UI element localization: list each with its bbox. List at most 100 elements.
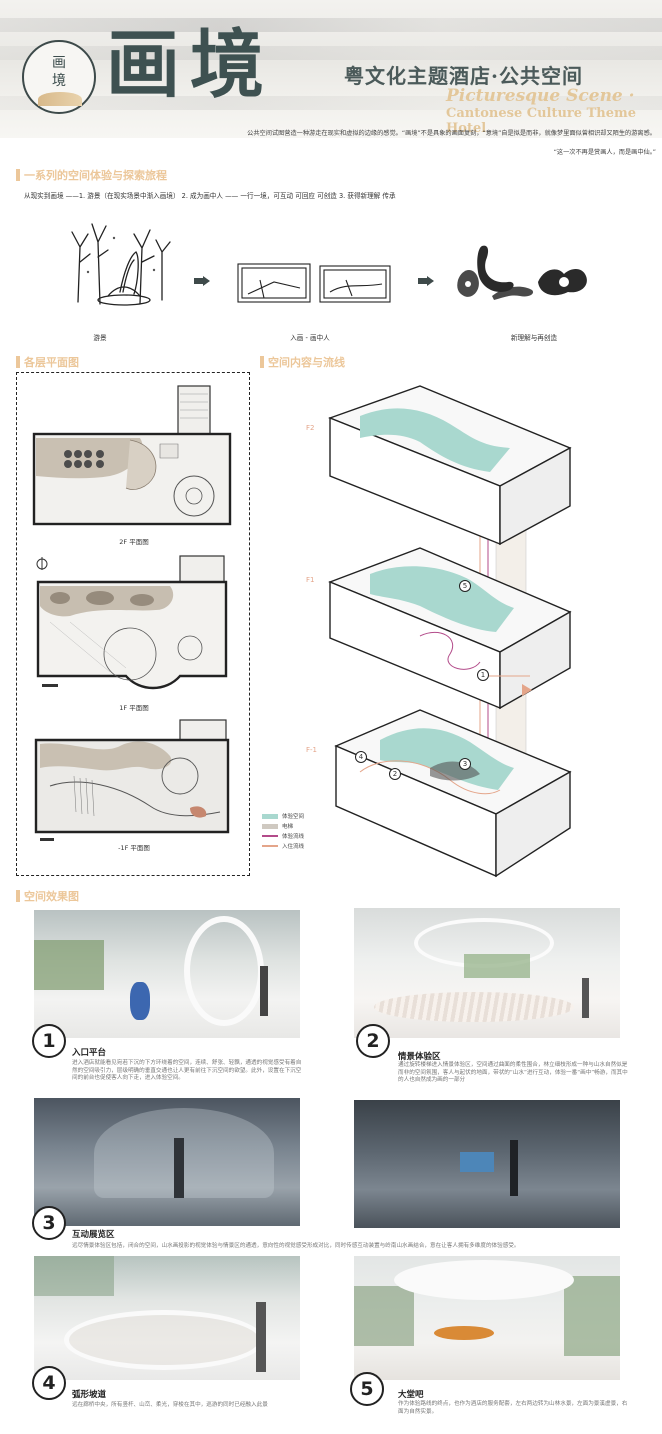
render-greenery [34, 940, 104, 990]
section-label: 空间内容与流线 [268, 356, 345, 369]
quote-text: “这一次不再是赏画人，而是画中仙。” [553, 149, 656, 156]
plan-b1[interactable] [30, 716, 238, 852]
marker-1: 1 [477, 669, 489, 681]
render-exhibition[interactable] [34, 1098, 300, 1226]
render-screen-wall [94, 1108, 274, 1198]
render-wave-floor [374, 992, 574, 1022]
sketch-paintings [237, 263, 391, 303]
render-title-2: 情景体验区 [398, 1052, 441, 1062]
floor-label-f2: F2 [306, 424, 315, 432]
render-sofa [434, 1326, 494, 1340]
render-text-4: 远在廊桥中央，所有竖杆、山峦、柔光，穿梭在其中，巡游的同时已经融入此景 [72, 1402, 268, 1408]
section-label: 各层平面图 [24, 356, 79, 369]
section-bar [260, 356, 264, 368]
render-greenery [564, 1276, 620, 1356]
marker-4: 4 [355, 751, 367, 763]
render-text-3: 远尽情景体验区包括，闭合的空间，山水画投影的视觉体验与情景区的通透，意向性的视觉… [72, 1243, 520, 1249]
legend-item: 体验流线 [262, 832, 304, 840]
legend-item: 入住流线 [262, 842, 304, 850]
render-scenic-zone[interactable] [354, 908, 620, 1038]
flow-label-3: 新理解与再创造 [510, 334, 558, 342]
marker-3: 3 [459, 758, 471, 770]
arrow-right-icon [194, 276, 210, 286]
render-number-5: 5 [350, 1372, 384, 1406]
flow-label-2: 入画 - 画中人 [290, 334, 330, 342]
render-title-5: 大堂吧 [398, 1390, 424, 1400]
legend-label: 入住流线 [282, 844, 305, 850]
legend-swatch [262, 835, 278, 837]
header-banner [0, 0, 662, 138]
flow-label-1: 游景 [93, 334, 107, 342]
legend-label: 体验流线 [282, 834, 305, 840]
render-text-5: 作为体验路线的终点，也作为酒店的服务配套，左右两边转为山林水景，左面为景溪虚景，… [398, 1401, 628, 1415]
section-bar [16, 356, 20, 368]
floor-label-f1: F1 [306, 576, 315, 584]
section-title-renderings: 空间效果图 [16, 888, 79, 904]
render-number-1: 1 [32, 1024, 66, 1058]
render-exhibition-2[interactable] [354, 1100, 620, 1228]
legend-swatch [262, 813, 278, 819]
render-figure [582, 978, 589, 1018]
render-number-3: 3 [32, 1206, 66, 1240]
plan-label-b1: -1F 平面图 [118, 844, 150, 852]
render-title-1: 入口平台 [72, 1048, 107, 1058]
render-spiral-stair [184, 916, 264, 1026]
legend-swatch [262, 845, 278, 847]
ink-wash-stroke [0, 18, 662, 32]
section-bar [16, 890, 20, 902]
render-title-3: 互动展览区 [72, 1230, 115, 1240]
section-label: 空间效果图 [24, 890, 79, 903]
page-title: 画境 [106, 22, 274, 108]
render-figure [256, 1302, 266, 1372]
plan-1f[interactable] [30, 552, 240, 712]
intro-text: 公共空间试图营造一种游走在现实和虚拟的边缘的感觉。“画境”不是具象的画面复刻，“… [247, 130, 656, 137]
plan-label-1f: 1F 平面图 [119, 704, 149, 712]
ink-wash-stroke [0, 96, 662, 110]
render-curved-ramp [64, 1310, 264, 1370]
render-ramp[interactable] [34, 1256, 300, 1380]
render-greenery [34, 1256, 114, 1296]
render-figure [510, 1140, 518, 1196]
axonometric-diagram [328, 385, 572, 878]
render-greenery [354, 1286, 414, 1346]
render-text-2: 通过旋转楼梯进入情景体验区，空间通过曲面的柔性围合，林立细枝形成一种与山水自然似… [398, 1062, 628, 1084]
render-figure [260, 966, 268, 1016]
sketch-sculptures [457, 245, 587, 300]
legend-item: 电梯 [262, 822, 304, 830]
render-ceiling-curve [394, 1260, 574, 1300]
render-display-screen [460, 1152, 494, 1172]
logo-lettering: 画境 [52, 55, 66, 89]
arrow-right-icon [418, 276, 434, 286]
subtitle-en: Cantonese Culture Theme Hotel [446, 106, 636, 136]
floor-plan-frame [16, 372, 250, 876]
title-en: Picturesque Scene · [446, 86, 635, 106]
render-number-2: 2 [356, 1024, 390, 1058]
marker-5: 5 [459, 580, 471, 592]
render-text-1: 进入酒店就能看见宛若下沉的下方环绕着的空间，连续、舒张、轻飘，通透的视觉感受有着… [72, 1060, 302, 1082]
sketch-scenery [71, 223, 171, 306]
legend-item: 体验空间 [262, 812, 304, 820]
legend-label: 电梯 [282, 824, 294, 830]
plan-label-2f: 2F 平面图 [119, 538, 149, 546]
legend-label: 体验空间 [282, 814, 305, 820]
legend: 体验空间 电梯 体验流线 入住流线 [262, 812, 304, 850]
floor-label-b1: F-1 [306, 746, 318, 754]
render-entrance[interactable] [34, 910, 300, 1038]
flow-description: 从现实到画境 ——1. 游景（在现实场景中渐入画境） 2. 成为画中人 —— 一… [24, 192, 396, 200]
section-title-floor-plans: 各层平面图 [16, 354, 79, 370]
plan-2f[interactable] [30, 384, 238, 536]
subtitle-cn: 粤文化主题酒店·公共空间 [344, 64, 583, 88]
render-sculpture [130, 982, 150, 1020]
render-title-4: 弧形坡道 [72, 1390, 107, 1400]
marker-2: 2 [389, 768, 401, 780]
render-greenery [464, 954, 530, 978]
logo-hill-icon [38, 92, 82, 106]
legend-swatch [262, 823, 278, 829]
render-number-4: 4 [32, 1366, 66, 1400]
render-lobby-bar[interactable] [354, 1256, 620, 1380]
section-label: 一系列的空间体验与探索旅程 [24, 169, 167, 182]
section-bar [16, 169, 20, 181]
ink-wash-stroke [0, 46, 662, 60]
section-title-space-flow: 空间内容与流线 [260, 354, 345, 370]
render-figure [174, 1138, 184, 1198]
